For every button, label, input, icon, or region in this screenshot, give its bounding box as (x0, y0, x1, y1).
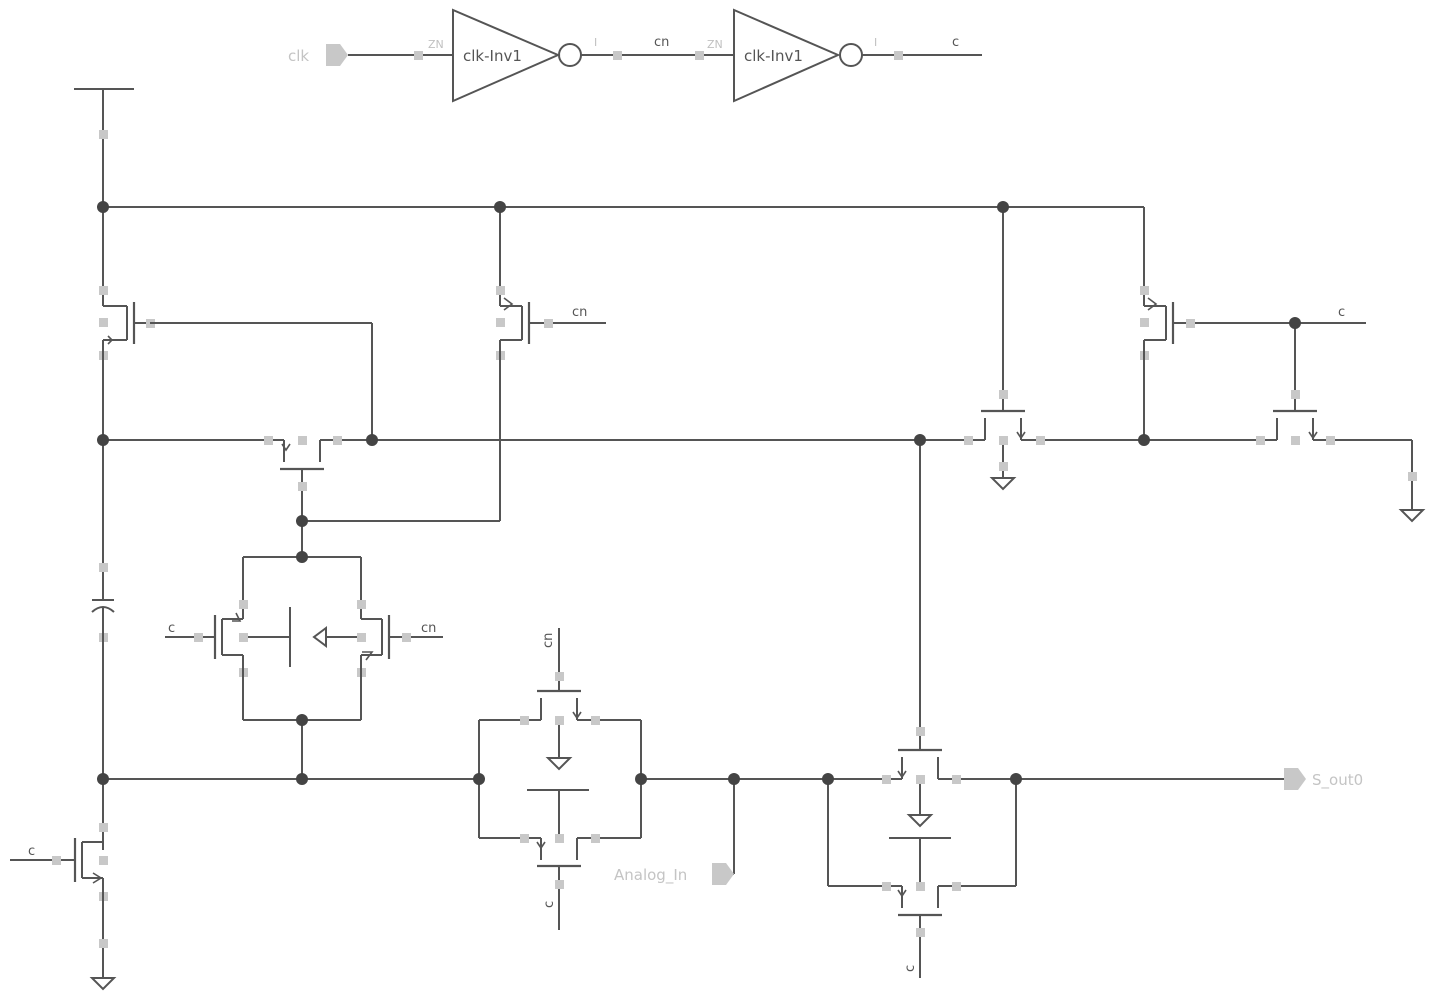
c-gate-label-vertical-2: c (903, 965, 918, 972)
ground-symbol-2 (1398, 509, 1426, 523)
cn-gate-label-vertical: cn (541, 633, 556, 648)
transmission-gate-left[interactable] (165, 600, 443, 677)
s-out-port-label: S_out0 (1312, 771, 1363, 790)
s-out-port[interactable] (1284, 768, 1306, 790)
c-net-label: c (952, 35, 959, 50)
nmos-pulldown-1[interactable] (964, 390, 1045, 478)
clk-port-label: clk (288, 47, 309, 65)
pmos-left[interactable] (99, 286, 155, 360)
inv1-in-pin-label: ZN (428, 38, 444, 51)
analog-in-port-label: Analog_In (614, 866, 687, 885)
inv2-out-pin-label: I (874, 36, 877, 49)
pmos-right[interactable] (1140, 286, 1366, 360)
c-gate-label-right: c (1338, 305, 1345, 320)
ground-symbol-3 (89, 977, 117, 991)
cn-gate-label: cn (572, 305, 587, 320)
transmission-gate-right[interactable] (882, 727, 961, 978)
c-gate-label-vertical-1: c (542, 901, 557, 908)
nmos-pulldown-2[interactable] (1256, 390, 1335, 445)
analog-in-port[interactable] (712, 863, 734, 885)
pmos-middle[interactable] (496, 286, 606, 360)
c-gate-label-bottom-left: c (28, 844, 35, 859)
cn-net-label: cn (654, 35, 669, 50)
junction-dots (97, 201, 1301, 785)
nmos-bottom-left[interactable] (10, 823, 108, 901)
clk-input-port[interactable] (326, 44, 348, 66)
inv2-instance-label: clk-Inv1 (744, 47, 803, 65)
ground-symbol-1 (989, 477, 1017, 491)
cn-gate-label-tg: cn (421, 621, 436, 636)
inv1-out-pin-label: I (594, 36, 597, 49)
nmos-horizontal-left[interactable] (264, 436, 342, 521)
transmission-gate-middle[interactable] (520, 628, 600, 930)
inv2-in-pin-label: ZN (707, 38, 723, 51)
inv1-instance-label: clk-Inv1 (463, 47, 522, 65)
c-gate-label-tg: c (168, 621, 175, 636)
